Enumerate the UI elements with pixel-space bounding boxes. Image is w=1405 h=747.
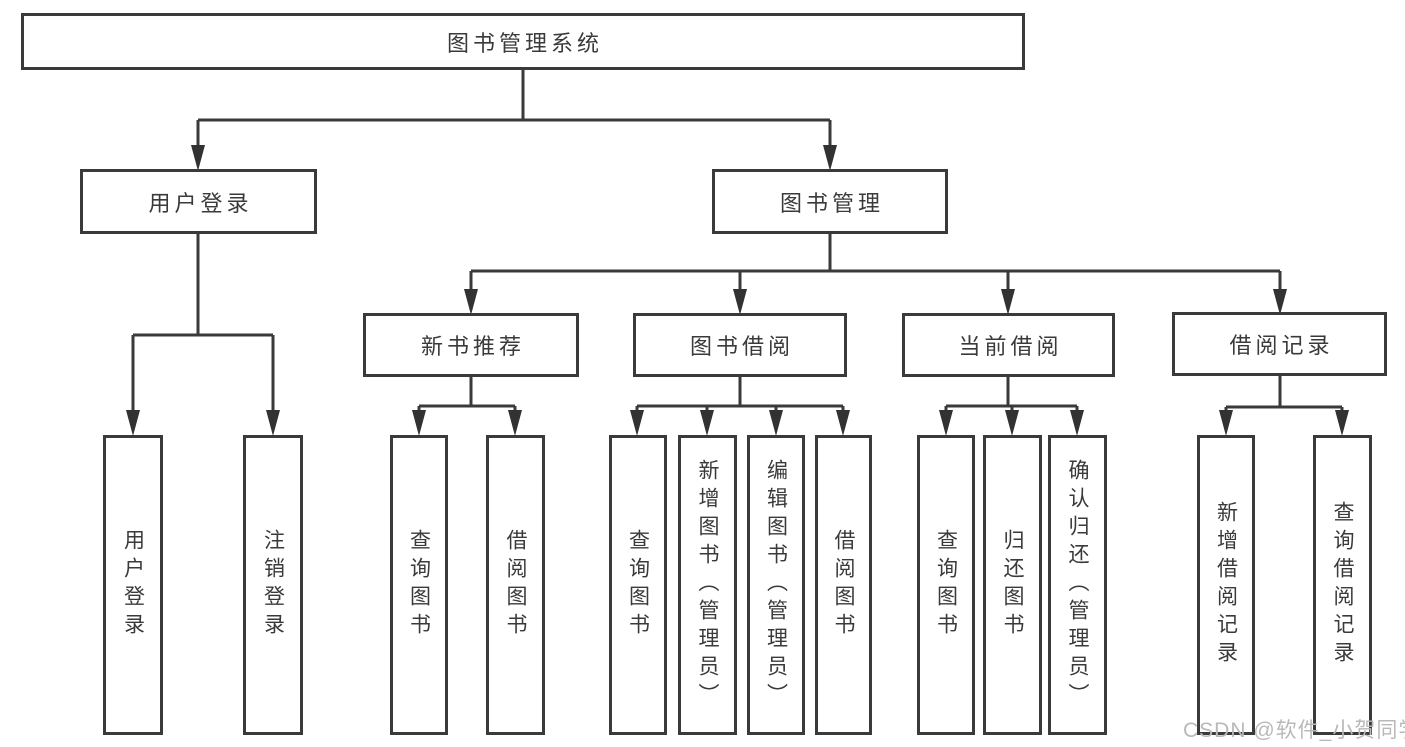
leaf-user-login: 用户登录	[103, 435, 163, 735]
node-current-borrowing: 当前借阅	[902, 313, 1115, 377]
node-label: 新增图书（管理员）	[696, 459, 719, 711]
leaf-query-books-3: 查询图书	[917, 435, 975, 735]
node-label: 图书管理系统	[446, 30, 603, 56]
leaf-edit-books-admin: 编辑图书（管理员）	[747, 435, 805, 735]
leaf-confirm-return-admin: 确认归还（管理员）	[1048, 435, 1107, 735]
node-label: 图书管理	[779, 190, 884, 216]
node-label: 确认归还（管理员）	[1066, 459, 1089, 711]
arrowhead-icons	[126, 145, 1349, 436]
leaf-add-borrow-record: 新增借阅记录	[1197, 435, 1255, 735]
node-label: 当前借阅	[958, 334, 1063, 359]
node-label: 用户登录	[121, 529, 145, 641]
node-book-borrowing: 图书借阅	[633, 313, 847, 377]
node-label: 编辑图书（管理员）	[764, 459, 788, 711]
node-borrowing-records: 借阅记录	[1172, 312, 1387, 376]
node-label: 图书借阅	[689, 334, 794, 359]
leaf-query-books-2: 查询图书	[609, 435, 667, 735]
csdn-watermark: CSDN @软件_小贺同学	[1183, 719, 1405, 742]
node-label: 查询图书	[626, 529, 650, 641]
node-book-management: 图书管理	[712, 169, 948, 234]
node-label: 归还图书	[1001, 529, 1024, 641]
node-label: 借阅图书	[504, 529, 527, 641]
node-root-system: 图书管理系统	[21, 13, 1025, 70]
node-label: 注销登录	[261, 529, 285, 641]
node-label: 借阅记录	[1229, 333, 1334, 358]
node-label: 查询图书	[934, 529, 958, 641]
leaf-borrow-books-2: 借阅图书	[815, 435, 872, 735]
node-label: 借阅图书	[832, 529, 855, 641]
node-label: 查询图书	[407, 529, 431, 641]
node-label: 新增借阅记录	[1214, 501, 1238, 669]
node-new-book-recommend: 新书推荐	[363, 313, 579, 377]
leaf-borrow-books-1: 借阅图书	[486, 435, 545, 735]
node-label: 用户登录	[148, 190, 253, 216]
node-label: 查询借阅记录	[1331, 501, 1354, 669]
leaf-return-books: 归还图书	[983, 435, 1042, 735]
leaf-query-borrow-record: 查询借阅记录	[1313, 435, 1372, 735]
leaf-logout: 注销登录	[243, 435, 303, 735]
leaf-query-books-1: 查询图书	[390, 435, 448, 735]
node-user-login-group: 用户登录	[80, 169, 317, 234]
node-label: 新书推荐	[420, 334, 525, 359]
leaf-add-books-admin: 新增图书（管理员）	[678, 435, 737, 735]
